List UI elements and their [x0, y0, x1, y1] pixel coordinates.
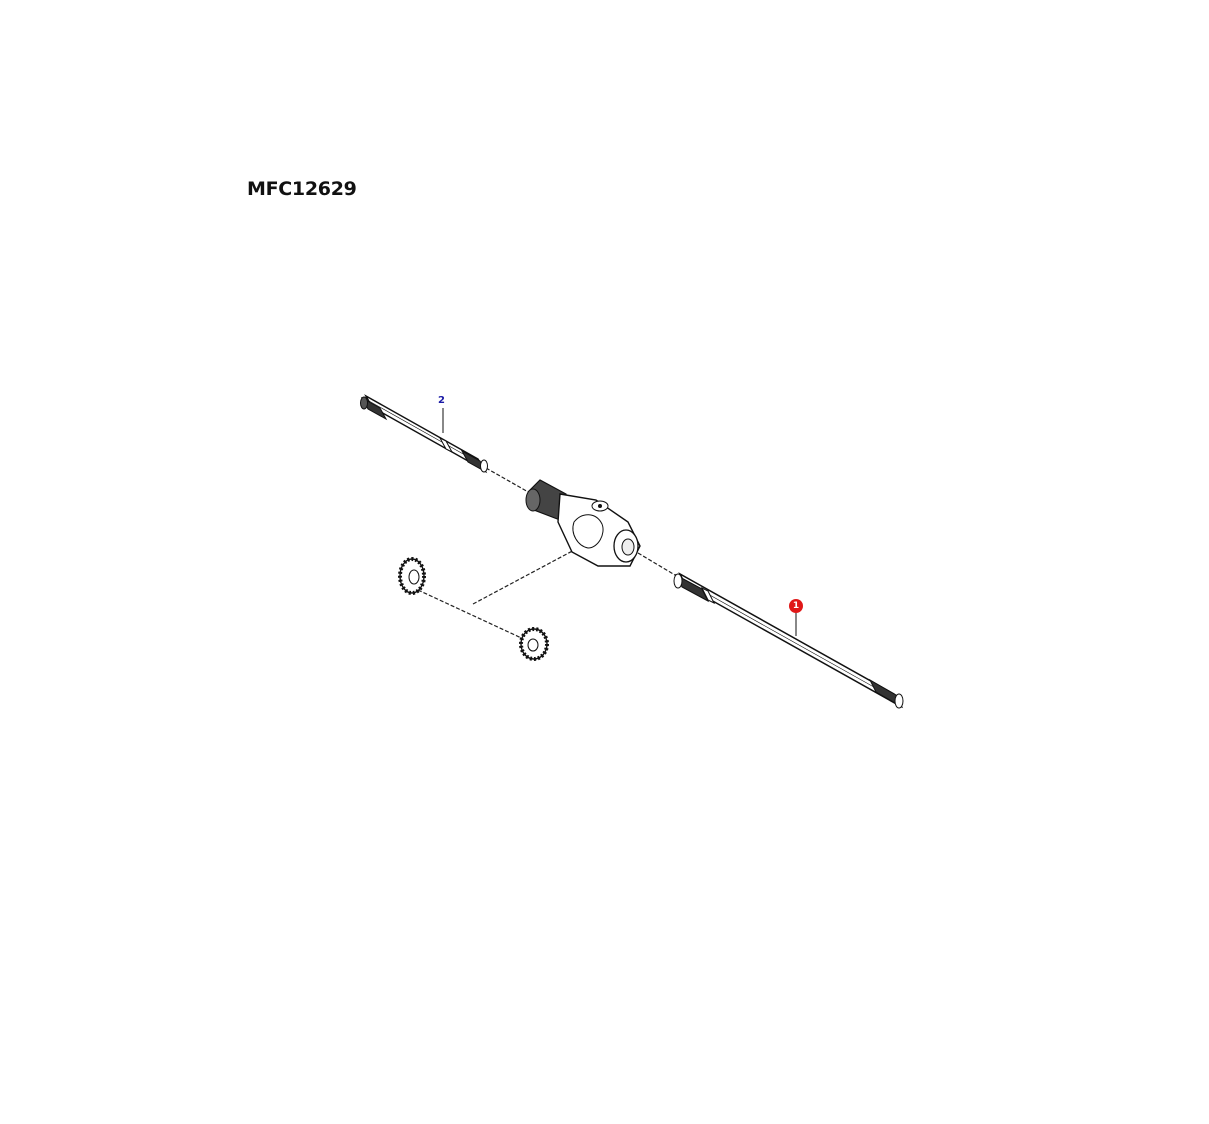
pinion-gear-left	[398, 557, 426, 595]
axis-line-lower	[637, 552, 681, 579]
differential-carrier	[525, 479, 641, 567]
pinion-axis-line	[417, 589, 531, 643]
diagram-code: MFC12629	[247, 178, 357, 200]
axis-line-upper	[485, 467, 531, 494]
callout-1[interactable]: 1	[789, 599, 803, 613]
pinion-gear-right	[519, 627, 549, 661]
pinion-link-line	[472, 547, 579, 605]
half-shaft-lower	[673, 572, 904, 709]
callout-2[interactable]: 2	[438, 395, 445, 406]
half-shaft-upper	[360, 394, 488, 474]
